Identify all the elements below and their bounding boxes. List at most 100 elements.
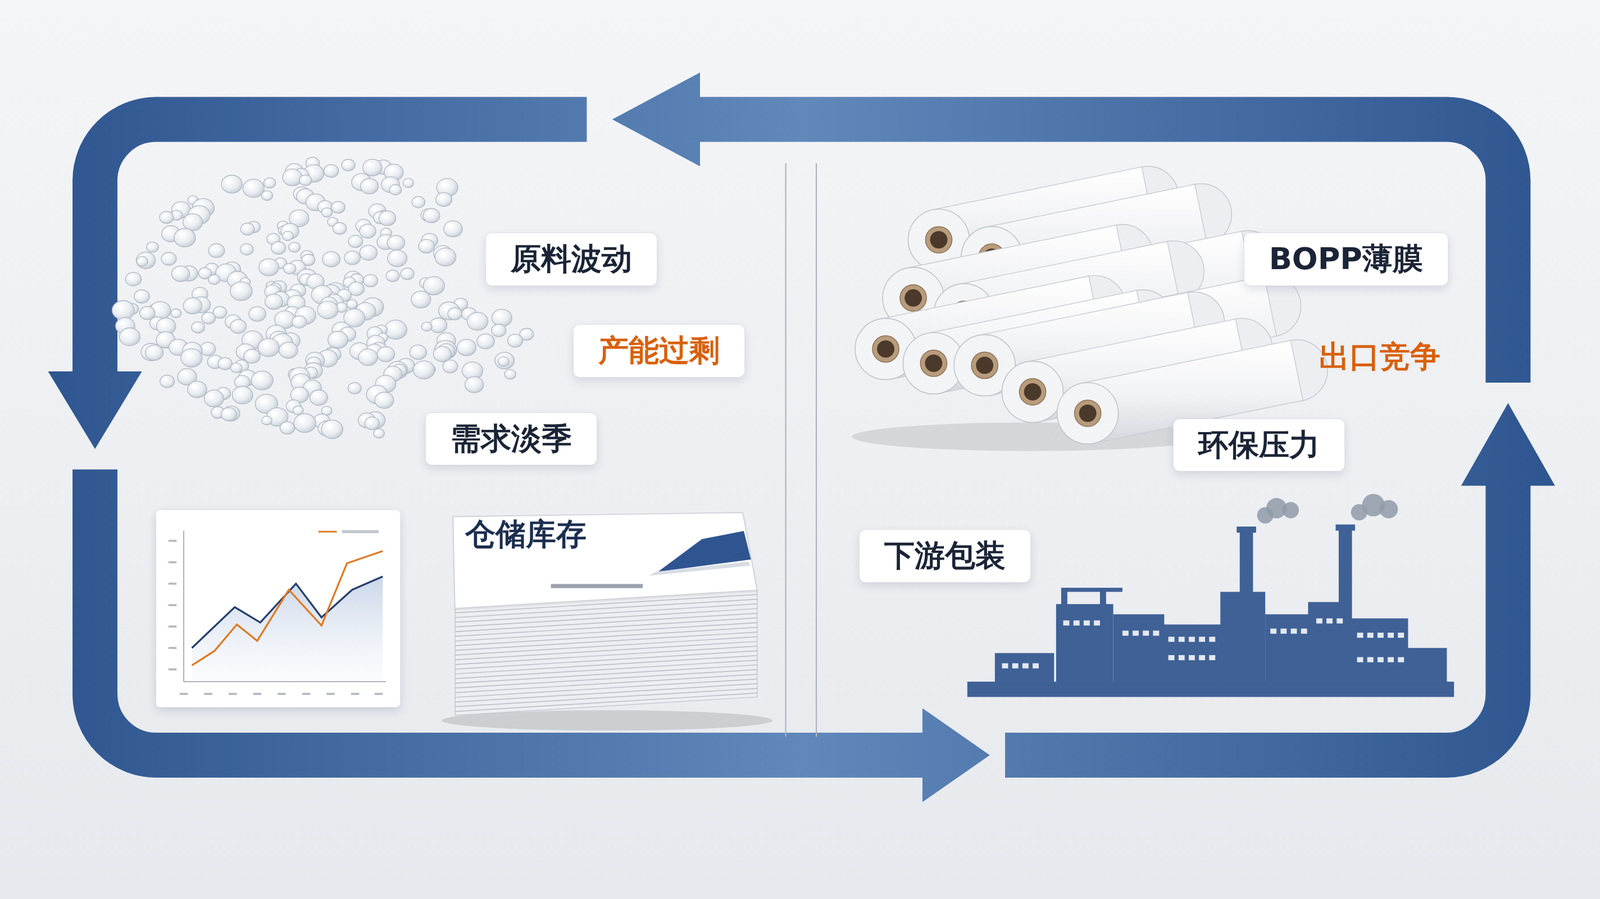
pellet-highlight xyxy=(329,219,333,222)
storage-card: 仓储库存 xyxy=(448,508,761,623)
pellet xyxy=(230,319,247,334)
chart-ticks xyxy=(168,668,177,671)
free-label: 出口竞争 xyxy=(1319,338,1441,376)
label-box: 产能过剩 xyxy=(573,324,745,378)
pellet xyxy=(125,272,142,286)
chart-ticks xyxy=(302,692,311,695)
pellet-body xyxy=(191,321,205,334)
roll-core xyxy=(1074,400,1102,427)
pellet xyxy=(491,324,507,337)
pellet-highlight xyxy=(208,393,214,399)
pellet xyxy=(240,223,255,235)
roll-hole xyxy=(876,340,895,358)
pellet xyxy=(310,389,329,406)
pellet-highlight xyxy=(380,237,386,242)
pellet xyxy=(362,158,383,176)
node-text: 仓储库存 xyxy=(465,516,761,553)
pellet-highlight xyxy=(211,246,216,250)
factory-window xyxy=(1152,630,1159,636)
pellet-body xyxy=(317,301,339,319)
pellet-highlight xyxy=(216,308,220,312)
pellet xyxy=(347,382,362,394)
factory-window xyxy=(1357,632,1364,638)
factory-window xyxy=(1387,657,1394,663)
card-edge xyxy=(455,678,758,698)
pellet xyxy=(323,164,339,178)
pellet-body xyxy=(271,241,286,254)
factory-window xyxy=(1093,620,1100,626)
pellet-body xyxy=(421,321,433,331)
pellet-body xyxy=(183,297,202,315)
pellet-highlight xyxy=(471,315,477,321)
pellet-highlight xyxy=(187,216,193,222)
pellet xyxy=(321,207,333,218)
pellet xyxy=(293,405,304,415)
pellet-highlight xyxy=(214,408,218,412)
pellet-highlight xyxy=(182,371,188,377)
factory-window xyxy=(1208,655,1216,661)
pellet-highlight xyxy=(310,358,314,363)
factory-window xyxy=(1367,657,1374,663)
roll-hole xyxy=(1079,404,1097,422)
pellet-highlight xyxy=(362,351,368,357)
pellet-highlight xyxy=(392,186,395,190)
pellet-highlight xyxy=(354,345,360,351)
pellet-body xyxy=(180,348,203,367)
pellet-body xyxy=(261,190,274,200)
cycle-arrow-frame xyxy=(94,119,1508,755)
pellet xyxy=(443,220,463,238)
pellet-body xyxy=(171,265,190,282)
pellet xyxy=(180,348,203,367)
pellet-highlight xyxy=(366,276,371,281)
smoke xyxy=(1257,493,1399,524)
pellet-body xyxy=(497,356,509,367)
roll-end xyxy=(1002,361,1064,423)
pellet-body xyxy=(476,333,495,349)
node-text: 原料波动 xyxy=(510,241,633,278)
pellet-highlight xyxy=(421,241,426,246)
card-edge xyxy=(455,612,758,632)
roll-hole xyxy=(904,289,922,307)
pellet-highlight xyxy=(428,279,434,285)
panel-divider xyxy=(785,163,817,738)
building xyxy=(1265,614,1312,684)
chart-ticks xyxy=(168,625,177,628)
pellet-body xyxy=(504,369,516,380)
building xyxy=(1113,614,1165,684)
pellet-highlight xyxy=(243,225,248,229)
pellet xyxy=(208,243,225,258)
roll-core xyxy=(900,284,927,312)
pellet-highlight xyxy=(221,359,225,363)
smoke xyxy=(1379,500,1399,519)
pellet-body xyxy=(465,376,484,393)
pellet-highlight xyxy=(344,161,349,165)
pellet xyxy=(292,315,307,329)
factory-window xyxy=(1387,632,1394,638)
pellet-highlight xyxy=(437,348,443,354)
pellet-highlight xyxy=(340,291,344,295)
pellet-highlight xyxy=(317,416,322,421)
pellet xyxy=(317,301,339,319)
film-rolls xyxy=(855,166,1328,444)
card-edge xyxy=(455,683,758,703)
pellet-highlight xyxy=(433,320,439,325)
pellet-highlight xyxy=(192,384,198,390)
pellet xyxy=(433,346,452,362)
pellet-highlight xyxy=(164,254,169,259)
building xyxy=(1406,647,1448,684)
pellet-body xyxy=(389,184,402,195)
pellet-body xyxy=(261,416,272,426)
pellet-body xyxy=(119,328,140,347)
pellet xyxy=(364,416,380,430)
pellet xyxy=(203,389,224,407)
cycle-arrow-band xyxy=(94,469,924,756)
pellet-highlight xyxy=(274,243,279,248)
pellet xyxy=(242,179,265,198)
building xyxy=(1100,589,1107,607)
pellet-highlight xyxy=(356,176,362,182)
pellet-highlight xyxy=(276,337,283,343)
pellet-highlight xyxy=(138,258,142,262)
pellet-body xyxy=(240,243,254,256)
pellet xyxy=(200,342,216,356)
